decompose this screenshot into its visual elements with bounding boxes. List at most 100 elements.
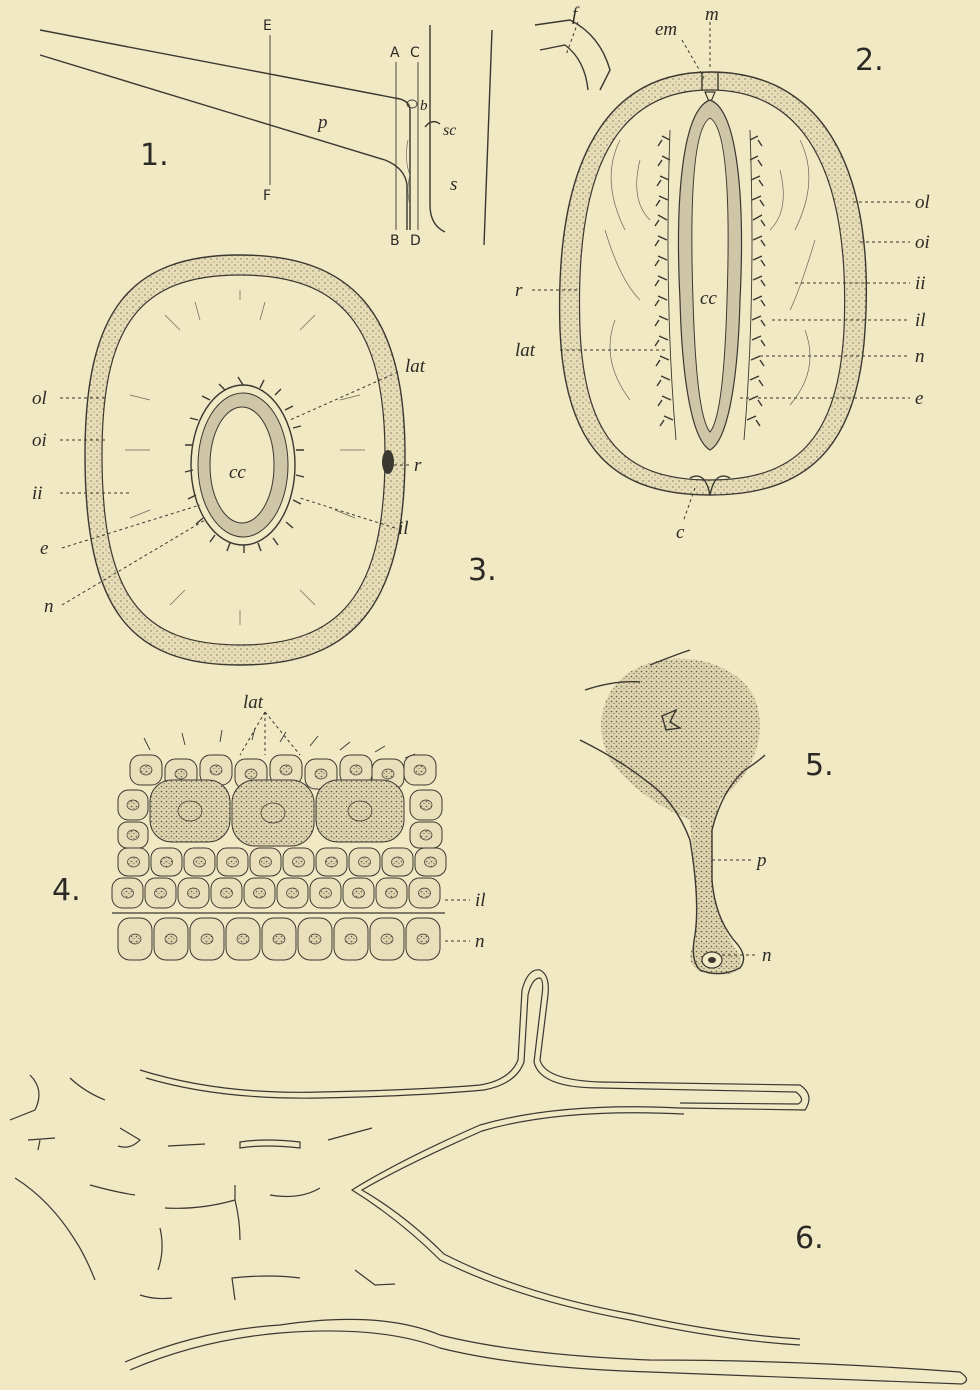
cell-nucleus bbox=[425, 857, 437, 867]
cell-nucleus bbox=[178, 801, 202, 821]
fig2-label-il: il bbox=[915, 310, 926, 331]
cell-nucleus bbox=[287, 888, 299, 898]
figure-6-number: 6. bbox=[795, 1221, 824, 1256]
figure-3-number: 3. bbox=[468, 553, 497, 588]
fig3-label-cc: cc bbox=[229, 462, 246, 483]
funicle-outline-top bbox=[40, 30, 410, 230]
cell-nucleus bbox=[128, 857, 140, 867]
fig2-label-e: e bbox=[915, 388, 923, 409]
cell-nucleus bbox=[420, 830, 432, 840]
cell-nucleus bbox=[420, 800, 432, 810]
cell-nucleus bbox=[122, 888, 134, 898]
cell-nucleus bbox=[326, 857, 338, 867]
fig3-label-oi: oi bbox=[32, 430, 47, 451]
cell-nucleus bbox=[201, 934, 213, 944]
fig2-label-ii: ii bbox=[915, 273, 926, 294]
cell-nucleus bbox=[260, 857, 272, 867]
label-p: p bbox=[316, 112, 328, 133]
label-E: E bbox=[263, 18, 272, 34]
cell-body-stipple bbox=[601, 659, 760, 975]
fig2-label-r: r bbox=[515, 280, 523, 301]
cell-nucleus bbox=[280, 765, 292, 775]
cell-nucleus bbox=[237, 934, 249, 944]
fig5-label-p: p bbox=[755, 850, 767, 871]
label-sc: sc bbox=[443, 122, 456, 139]
figure-5-number: 5. bbox=[805, 748, 834, 783]
cell-nucleus bbox=[129, 934, 141, 944]
fig2-label-oi: oi bbox=[915, 232, 930, 253]
fig3-label-lat: lat bbox=[405, 356, 426, 377]
cell-nucleus bbox=[381, 934, 393, 944]
cell-nucleus bbox=[273, 934, 285, 944]
fig2-label-lat: lat bbox=[515, 340, 536, 361]
cell-nucleus bbox=[161, 857, 173, 867]
label-F: F bbox=[263, 188, 271, 204]
cell-nucleus bbox=[194, 857, 206, 867]
basal-nucleolus bbox=[708, 957, 716, 963]
label-b: b bbox=[420, 98, 428, 114]
fig2-label-ol: ol bbox=[915, 192, 930, 213]
cell-nucleus bbox=[155, 888, 167, 898]
fig3-label-e: e bbox=[40, 538, 48, 559]
figure-2: f em m 2. ol oi ii il n e r lat cc c bbox=[515, 4, 930, 543]
label-s: s bbox=[450, 174, 457, 195]
funicle-stalk-top bbox=[535, 20, 610, 90]
cell-nucleus bbox=[315, 769, 327, 779]
cell-nucleus bbox=[254, 888, 266, 898]
raphe-bundle bbox=[382, 450, 394, 474]
cell-tissue bbox=[112, 755, 446, 960]
fig1-right-line bbox=[484, 30, 492, 245]
cell-nucleus bbox=[188, 888, 200, 898]
label-B: B bbox=[390, 233, 400, 249]
cell-nucleus bbox=[419, 888, 431, 898]
cell-nucleus bbox=[261, 803, 285, 823]
fig2-label-n: n bbox=[915, 346, 925, 367]
fig4-label-il: il bbox=[475, 890, 486, 911]
cell-nucleus bbox=[127, 800, 139, 810]
cell-nucleus bbox=[414, 765, 426, 775]
fig2-label-m: m bbox=[705, 4, 719, 25]
cell-nucleus bbox=[293, 857, 305, 867]
fig4-label-n: n bbox=[475, 931, 485, 952]
figure-6: 6. bbox=[10, 970, 967, 1384]
cell-nucleus bbox=[140, 765, 152, 775]
cell-nucleus bbox=[353, 888, 365, 898]
fig5-label-n: n bbox=[762, 945, 772, 966]
funicle-stalk-bottom bbox=[540, 45, 588, 90]
cell-nucleus bbox=[348, 801, 372, 821]
cell-nucleus bbox=[175, 769, 187, 779]
fig3-label-n: n bbox=[44, 596, 54, 617]
label-C: C bbox=[410, 45, 420, 61]
scale-mark bbox=[425, 122, 440, 127]
cell-nucleus bbox=[127, 830, 139, 840]
cell-nucleus bbox=[350, 765, 362, 775]
figure-1-number: 1. bbox=[140, 138, 169, 173]
label-D: D bbox=[410, 233, 421, 249]
cell-nucleus bbox=[245, 769, 257, 779]
cell-nucleus bbox=[221, 888, 233, 898]
cell-nucleus bbox=[210, 765, 222, 775]
cell-nucleus bbox=[386, 888, 398, 898]
funicle-outline-bottom bbox=[40, 55, 407, 230]
fig3-label-ol: ol bbox=[32, 388, 47, 409]
figure-1: E F A C B D p b sc s 1. bbox=[40, 18, 492, 249]
cell-nucleus bbox=[227, 857, 239, 867]
fig2-label-cc: cc bbox=[700, 288, 717, 309]
figure-4: lat il n 4. bbox=[52, 692, 486, 960]
lat-hairs-fig4 bbox=[144, 728, 415, 758]
cell-nucleus bbox=[345, 934, 357, 944]
figure-4-number: 4. bbox=[52, 873, 81, 908]
fig3-label-r: r bbox=[414, 455, 422, 476]
cell-nucleus bbox=[165, 934, 177, 944]
hyphae-network bbox=[10, 970, 967, 1384]
fig2-label-f: f bbox=[572, 4, 580, 25]
cell-nucleus bbox=[417, 934, 429, 944]
cell-nucleus bbox=[392, 857, 404, 867]
figure-5: p n 5. bbox=[580, 650, 834, 975]
label-A: A bbox=[390, 45, 400, 61]
fig3-label-ii: ii bbox=[32, 483, 43, 504]
cell-nucleus bbox=[382, 769, 394, 779]
cell-nucleus bbox=[359, 857, 371, 867]
